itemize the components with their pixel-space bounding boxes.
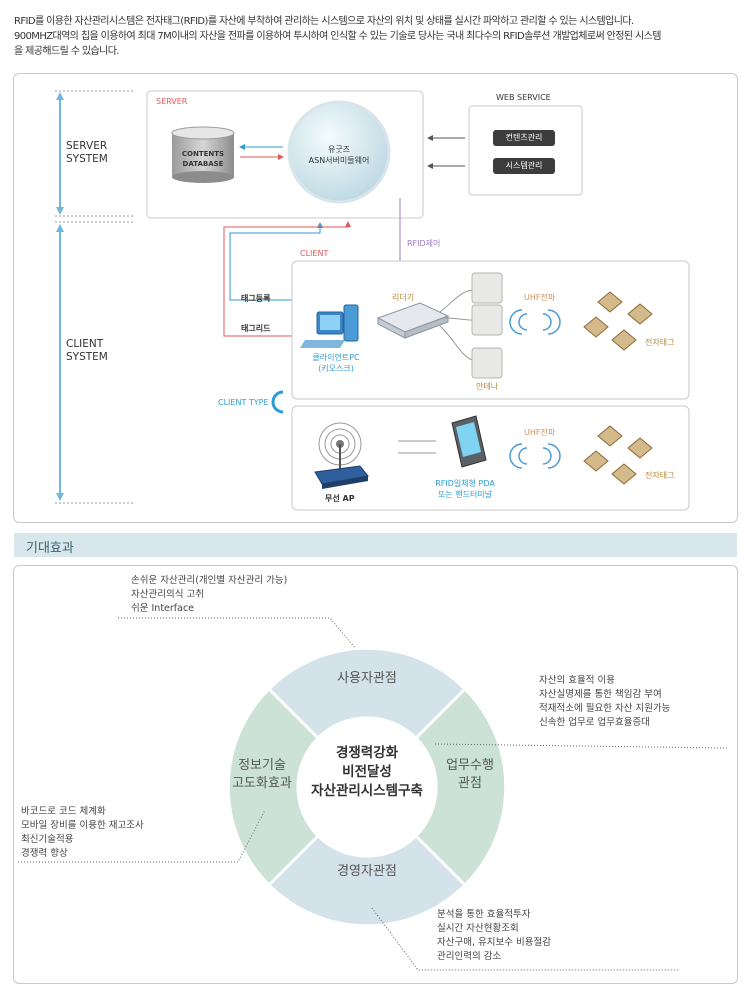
ring-label-bottom: 경영자관점 [337,864,397,879]
pda-icon [451,415,487,468]
note-business-perspective: 자산의 효율적 이용 자산실명제를 통한 책임감 부여 적재적소에 필요한 자산… [539,675,671,728]
client-system-label: CLIENT SYSTEM [66,338,108,363]
tag-register-label: 태그등록 [241,294,271,303]
middleware-label: 유굿즈 ASN서버미들웨어 [308,145,370,165]
reader-icon [376,302,450,339]
rfid-control-label: RFID제어 [407,239,441,248]
web-service-label: WEB SERVICE [496,93,551,102]
client-type-arrow [271,390,284,414]
client-box-mobile [291,405,690,511]
ring-label-right: 업무수행 관점 [446,758,494,791]
database-icon [171,126,235,183]
system-management-button: 시스템관리 [493,158,555,174]
intro-line-3: 을 제공해드릴 수 있습니다. [14,46,120,57]
server-label: SERVER [156,97,188,106]
wireless-ap-icon [314,422,369,489]
client-range-arrow [55,221,135,504]
reader-label: 리더기 [392,293,415,302]
uhf-label-1: UHF전파 [524,293,556,302]
effects-panel [13,565,738,984]
ring-segment-right [417,690,505,884]
note-user-perspective: 손쉬운 자산관리(개인별 자산관리 가능) 자산관리의식 고취 쉬운 Inter… [131,575,288,614]
leader-top [118,617,356,649]
note-it-perspective: 바코드로 코드 체계화 모바일 장비를 이용한 재고조사 최신기술적용 경쟁력 … [21,806,144,859]
intro-line-2: 900MHZ대역의 칩을 이용하여 최대 7M이내의 자산을 전파를 이용하여 … [14,31,661,42]
intro-line-1: RFID를 이용한 자산관리시스템은 전자태그(RFID)를 자산에 부착하여 … [14,16,634,27]
leader-left [18,809,266,863]
wireless-ap-label: 무선 AP [325,494,355,503]
pda-label: RFID일체형 PDA 또는 핸드터미널 [435,479,495,499]
ring-label-top: 사용자관점 [337,671,397,686]
client-label: CLIENT [300,249,329,258]
middleware-circle [287,100,391,204]
content-management-button: 컨텐츠관리 [493,130,555,146]
client-type-label: CLIENT TYPE [218,398,269,407]
tag-read-label: 태그리드 [241,324,271,333]
ring-label-left: 정보기술 고도화효과 [232,758,292,791]
uhf-wave-icon [509,309,561,335]
electronic-tag-label-2: 전자태그 [645,471,675,480]
antenna-icon [471,272,503,379]
leader-right [434,743,729,749]
server-range-arrow [55,90,135,217]
intro-text: RFID를 이용한 자산관리시스템은 전자태그(RFID)를 자산에 부착하여 … [14,14,739,59]
note-management-perspective: 분석을 통한 효율적투자 실시간 자산현황조회 자산구매, 유지보수 비용절감 … [437,909,551,962]
ring-center-label: 경쟁력강화 비전달성 자산관리시스템구축 [311,745,423,799]
electronic-tag-label-1: 전자태그 [645,338,675,347]
ring-segment-top [270,649,464,737]
electronic-tag-icon [583,291,653,351]
client-pc-icon [300,304,359,348]
electronic-tag-icon-2 [583,425,653,485]
architecture-diagram [55,90,690,511]
client-pc-label: 클라이언트PC (키오스크) [312,353,360,373]
server-system-label: SERVER SYSTEM [66,140,108,165]
uhf-label-2: UHF전파 [524,428,556,437]
architecture-panel [13,73,738,523]
uhf-wave-icon-2 [509,443,561,469]
contents-database-label: CONTENTS DATABASE [181,150,225,168]
ring-segment-bottom [270,837,464,925]
antenna-label: 안테나 [476,382,499,391]
section-header-bar [14,533,737,557]
section-title: 기대효과 [26,541,74,556]
